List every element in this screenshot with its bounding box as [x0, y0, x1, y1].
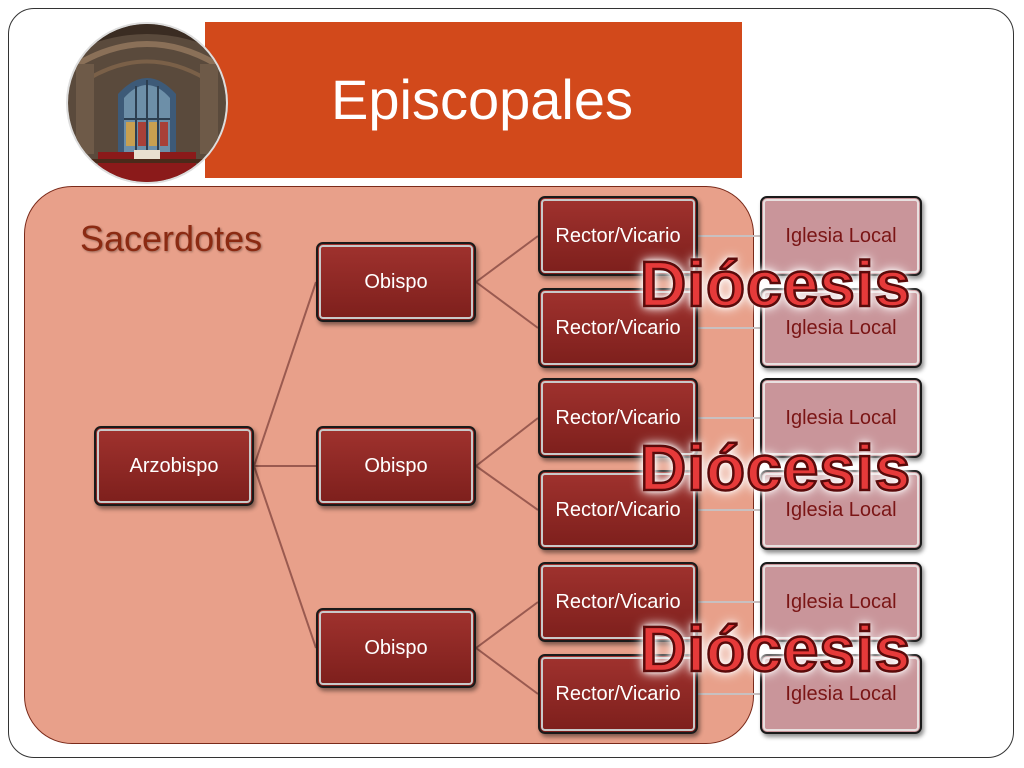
- rector-node: Rector/Vicario: [538, 378, 698, 458]
- archbishop-node: Arzobispo: [94, 426, 254, 506]
- local-church-node: Iglesia Local: [760, 562, 922, 642]
- diocese-label: Diócesis: [639, 432, 912, 504]
- local-church-node: Iglesia Local: [760, 288, 922, 368]
- slide-title: Episcopales: [331, 68, 633, 131]
- bishop-node: Obispo: [316, 608, 476, 688]
- rector-node: Rector/Vicario: [538, 562, 698, 642]
- rector-node: Rector/Vicario: [538, 288, 698, 368]
- local-church-node: Iglesia Local: [760, 470, 922, 550]
- local-church-node: Iglesia Local: [760, 196, 922, 276]
- title-banner: [205, 22, 742, 178]
- rector-node: Rector/Vicario: [538, 196, 698, 276]
- diocese-label: Diócesis: [639, 613, 912, 685]
- rector-node: Rector/Vicario: [538, 654, 698, 734]
- bishop-node: Obispo: [316, 242, 476, 322]
- bishop-node: Obispo: [316, 426, 476, 506]
- panel-label: Sacerdotes: [80, 218, 263, 259]
- diocese-label: Diócesis: [639, 248, 912, 320]
- local-church-node: Iglesia Local: [760, 654, 922, 734]
- rector-node: Rector/Vicario: [538, 470, 698, 550]
- church-interior-image: [68, 24, 226, 182]
- local-church-node: Iglesia Local: [760, 378, 922, 458]
